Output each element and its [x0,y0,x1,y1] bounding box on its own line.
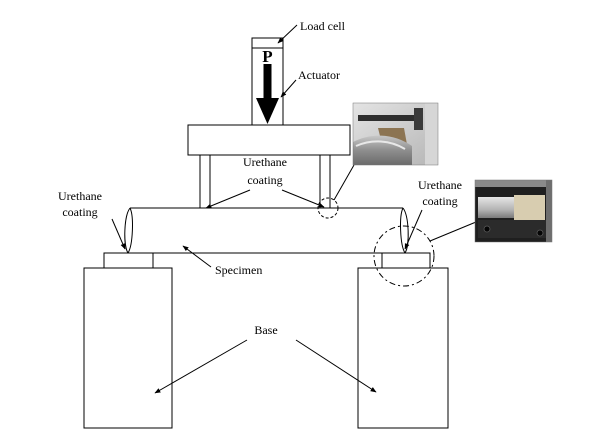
photo2-border [474,179,553,243]
urethane-coating-right-line1: Urethane [418,178,462,192]
urethane-coating-right-line2: coating [422,194,457,208]
urethane-top-pointer-right [281,189,325,208]
urethane-coating-top-line2: coating [247,173,282,187]
specimen-left-end [124,207,133,254]
detail-circle-small [317,197,339,219]
urethane-left-pointer [111,218,126,250]
photo2-support-block [478,220,546,238]
base-right [357,267,449,429]
urethane-coating-left-line2: coating [62,205,97,219]
photo1-frame-right [425,103,438,165]
detail-circle-large [373,225,435,287]
urethane-right-pointer [404,209,423,250]
photo2-right-frame [546,180,552,242]
support-pad-left [103,252,154,269]
photo1-clamp-bar [358,115,422,121]
load-arrow-head [256,98,279,124]
photo2-bolt-hole-right [536,229,544,237]
load-arrow-shaft [263,64,272,100]
specimen-pointer [182,245,212,268]
loading-pin-left [199,154,211,209]
load-cell-pointer [277,24,298,44]
photo2-urethane-block [514,195,545,228]
support-pad-right [381,252,431,269]
urethane-coating-top-line1: Urethane [243,155,287,169]
load-cell-label: Load cell [300,19,346,33]
photo1-tube-highlight [355,140,406,150]
load-symbol: P [262,47,272,66]
urethane-top-pointer-left [205,189,251,209]
detail-leader-large [429,221,477,242]
specimen [124,207,409,254]
detail-photo-loading-pin [352,102,439,166]
detail-leader-small [333,164,355,201]
actuator-assembly: P [251,37,284,125]
detail-photo-support [474,179,553,243]
base-left [83,267,173,429]
specimen-label: Specimen [215,263,262,277]
base-pointer-right [295,339,377,393]
photo2-top-frame [475,180,552,187]
actuator-pointer [280,79,297,98]
photo2-bolt-hole-left [483,225,491,233]
photo1-clamp-post [414,108,423,130]
base-label: Base [254,323,277,337]
loading-pin-right [319,154,331,209]
photo1-border [352,102,439,166]
photo2-specimen-cylinder [478,197,516,218]
specimen-right-end [400,207,409,254]
loading-block [187,124,351,156]
base-pointer-left [154,339,248,394]
urethane-coating-left-line1: Urethane [58,189,102,203]
actuator-label: Actuator [298,68,340,82]
